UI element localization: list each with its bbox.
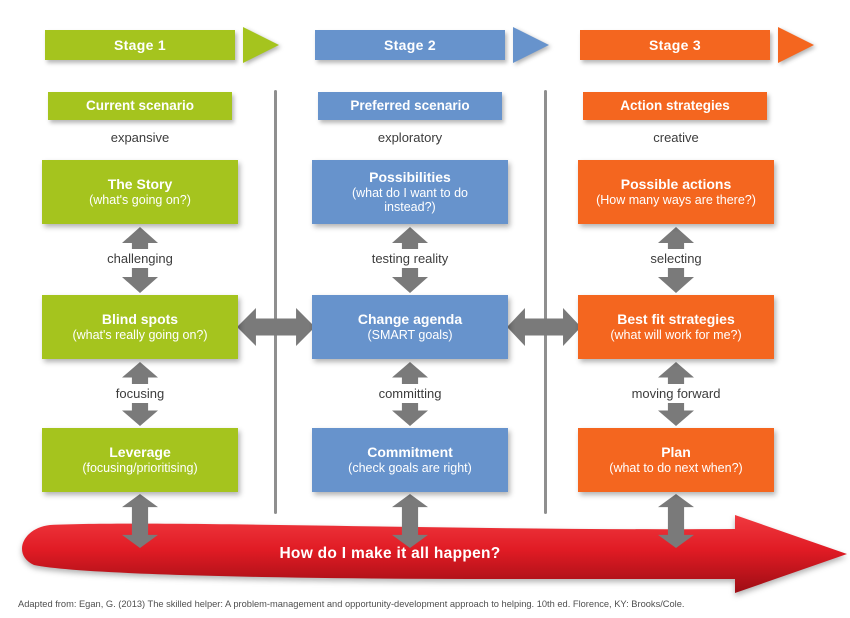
transition-label: challenging	[100, 249, 180, 268]
box-title: Plan	[661, 444, 691, 461]
stage-3-arrowhead-icon	[778, 27, 814, 63]
stage-2-scenario-label: Preferred scenario	[350, 98, 470, 113]
box-title: Best fit strategies	[617, 311, 735, 328]
box-title: Possibilities	[369, 168, 451, 185]
box-title: Commitment	[367, 444, 453, 461]
box-change-agenda: Change agenda (SMART goals)	[312, 295, 508, 359]
box-subtitle: (How many ways are there?)	[596, 193, 756, 208]
stage-1-mode-label: expansive	[110, 130, 170, 145]
stage-2-mode-label: exploratory	[377, 130, 443, 145]
stage-1-scenario-header: Current scenario	[48, 92, 232, 120]
box-subtitle: (focusing/prioritising)	[82, 461, 198, 476]
stage-2-arrowhead-icon	[513, 27, 549, 63]
double-arrow-to-banner-icon	[658, 494, 694, 548]
transition-label: moving forward	[624, 384, 728, 403]
stage-3-scenario-header: Action strategies	[583, 92, 767, 120]
double-arrow-to-banner-icon	[122, 494, 158, 548]
stage-1-arrowhead-icon	[243, 27, 279, 63]
column-divider	[274, 90, 277, 514]
stage-2-ribbon: Stage 2	[315, 30, 505, 60]
stage-2-scenario-header: Preferred scenario	[318, 92, 502, 120]
box-subtitle: (what to do next when?)	[609, 461, 743, 476]
double-arrow-horizontal-icon	[237, 308, 315, 346]
stage-1-ribbon: Stage 1	[45, 30, 235, 60]
box-commitment: Commitment (check goals are right)	[312, 428, 508, 492]
transition-label: committing	[371, 384, 449, 403]
box-plan: Plan (what to do next when?)	[578, 428, 774, 492]
column-divider	[544, 90, 547, 514]
box-subtitle: (what's going on?)	[89, 193, 191, 208]
transition-label: focusing	[108, 384, 172, 403]
box-title: The Story	[107, 176, 173, 193]
stage-1-scenario-label: Current scenario	[85, 98, 195, 113]
box-subtitle: (what will work for me?)	[610, 328, 742, 343]
box-title: Blind spots	[101, 311, 179, 328]
box-subtitle: (SMART goals)	[367, 328, 453, 343]
box-possibilities: Possibilities (what do I want to do inst…	[312, 160, 508, 224]
box-title: Possible actions	[620, 176, 732, 193]
box-subtitle: (check goals are right)	[348, 461, 472, 476]
box-title: Change agenda	[357, 311, 463, 328]
box-leverage: Leverage (focusing/prioritising)	[42, 428, 238, 492]
box-title: Leverage	[109, 444, 171, 461]
transition-label: testing reality	[364, 249, 456, 268]
stage-3-label: Stage 3	[649, 37, 701, 53]
stage-3-scenario-label: Action strategies	[620, 98, 730, 113]
stage-2-label: Stage 2	[384, 37, 436, 53]
stage-3-mode-label: creative	[653, 130, 699, 145]
source-citation: Adapted from: Egan, G. (2013) The skille…	[18, 599, 685, 609]
banner-arrow	[22, 515, 847, 593]
stage-1-label: Stage 1	[114, 37, 166, 53]
banner-text: How do I make it all happen?	[279, 545, 501, 562]
box-best-fit-strategies: Best fit strategies (what will work for …	[578, 295, 774, 359]
box-possible-actions: Possible actions (How many ways are ther…	[578, 160, 774, 224]
double-arrow-to-banner-icon	[392, 494, 428, 548]
stage-3-ribbon: Stage 3	[580, 30, 770, 60]
box-blind-spots: Blind spots (what's really going on?)	[42, 295, 238, 359]
transition-label: selecting	[643, 249, 709, 268]
double-arrow-horizontal-icon	[507, 308, 581, 346]
box-subtitle: (what's really going on?)	[72, 328, 208, 343]
box-subtitle: (what do I want to do instead?)	[351, 185, 469, 215]
box-the-story: The Story (what's going on?)	[42, 160, 238, 224]
